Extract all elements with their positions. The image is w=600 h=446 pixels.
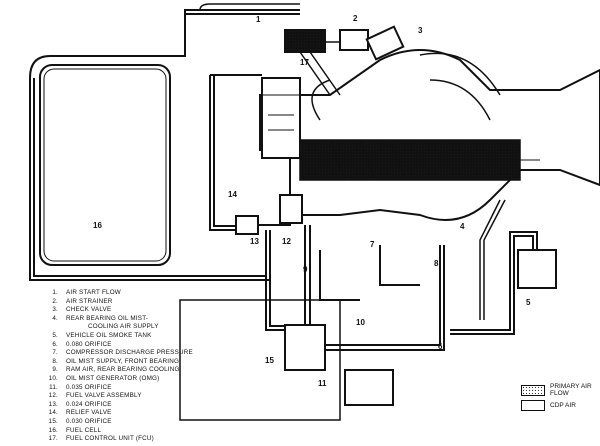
legend-text: AIR START FLOW xyxy=(66,289,121,296)
callout-2: 2 xyxy=(353,14,358,23)
legend-number: 11. xyxy=(49,383,58,391)
callout-8: 8 xyxy=(434,259,439,268)
legend-number: 13. xyxy=(48,400,58,408)
legend-text: FUEL VALVE ASSEMBLY xyxy=(66,392,142,400)
callout-7: 7 xyxy=(370,240,375,249)
legend-text: COOLING AIR SUPPLY xyxy=(88,323,159,331)
primary-air-swatch xyxy=(521,384,545,396)
legend-text: VEHICLE OIL SMOKE TANK xyxy=(66,331,152,339)
cdp-air-swatch xyxy=(521,400,545,411)
legend-item: 13. 0.024 ORIFICE xyxy=(40,401,193,410)
legend-text: 0.080 ORIFICE xyxy=(66,340,112,348)
legend-text: RAM AIR, REAR BEARING COOLING xyxy=(66,366,180,374)
legend-text: OIL MIST SUPPLY, FRONT BEARING xyxy=(66,357,180,365)
legend-number: 5. xyxy=(52,331,58,339)
legend-text: REAR BEARING OIL MIST- xyxy=(66,314,149,322)
legend-item: 11. 0.035 ORIFICE xyxy=(40,384,193,393)
callout-9: 9 xyxy=(303,265,308,274)
legend-number: 7. xyxy=(52,349,58,357)
callout-11: 11 xyxy=(318,379,327,388)
legend-number: 15. xyxy=(48,417,58,425)
legend-number: 17. xyxy=(48,435,58,443)
legend-text: AIR STRAINER xyxy=(66,297,113,305)
legend-item: 6. 0.080 ORIFICE xyxy=(40,341,193,350)
legend-item: COOLING AIR SUPPLY xyxy=(40,323,193,332)
legend-item: 16. FUEL CELL xyxy=(40,427,193,436)
legend-item: 2. AIR STRAINER xyxy=(40,298,193,307)
cdp-air-label: CDP AIR xyxy=(550,402,576,409)
callout-5: 5 xyxy=(526,298,531,307)
callout-16: 16 xyxy=(93,221,102,230)
pipe-top xyxy=(29,9,300,281)
callout-6: 6 xyxy=(438,342,443,351)
legend-text: RELIEF VALVE xyxy=(66,409,112,417)
legend-item: 9. RAM AIR, REAR BEARING COOLING xyxy=(40,366,193,375)
legend-number: 9. xyxy=(52,366,58,374)
legend-text: COMPRESSOR DISCHARGE PRESSURE xyxy=(66,349,193,357)
callout-13: 13 xyxy=(250,237,259,246)
fuel-cell xyxy=(39,64,171,266)
legend-text: OIL MIST GENERATOR (OMG) xyxy=(66,374,160,382)
legend-number: 3. xyxy=(52,306,58,314)
callout-14: 14 xyxy=(228,190,237,199)
primary-air-label: PRIMARY AIR FLOW xyxy=(550,383,592,397)
legend-item: 10. OIL MIST GENERATOR (OMG) xyxy=(40,375,193,384)
legend-item: 14. RELIEF VALVE xyxy=(40,409,193,418)
legend-number: 14. xyxy=(48,409,58,417)
air-start-valve xyxy=(284,29,326,53)
legend-number: 8. xyxy=(52,357,58,365)
legend-item: 3. CHECK VALVE xyxy=(40,306,193,315)
callout-3: 3 xyxy=(418,26,423,35)
callout-17: 17 xyxy=(300,58,309,67)
legend-item: 17. FUEL CONTROL UNIT (FCU) xyxy=(40,435,193,444)
legend-number xyxy=(40,323,58,332)
legend-number: 12. xyxy=(48,392,58,400)
callout-4: 4 xyxy=(460,222,465,231)
callout-12: 12 xyxy=(282,237,291,246)
air-key: PRIMARY AIR FLOW CDP AIR xyxy=(521,383,600,414)
legend-text: CHECK VALVE xyxy=(66,306,112,314)
legend-text: 0.035 ORIFICE xyxy=(66,383,112,391)
legend-item: 5. VEHICLE OIL SMOKE TANK xyxy=(40,332,193,341)
legend-item: 12. FUEL VALVE ASSEMBLY xyxy=(40,392,193,401)
legend-number: 6. xyxy=(52,340,58,348)
legend-item: 8. OIL MIST SUPPLY, FRONT BEARING xyxy=(40,358,193,367)
legend-text: FUEL CONTROL UNIT (FCU) xyxy=(66,435,154,443)
legend-number: 4. xyxy=(52,314,58,322)
oil-mist-generator xyxy=(284,324,326,371)
callout-1: 1 xyxy=(256,15,261,24)
legend-text: 0.024 ORIFICE xyxy=(66,400,112,408)
legend-text: 0.030 ORIFICE xyxy=(66,417,112,425)
callout-10: 10 xyxy=(356,318,365,327)
fuel-valve-assembly xyxy=(279,194,303,224)
check-valve xyxy=(365,25,405,61)
legend-number: 2. xyxy=(52,297,58,305)
parts-legend: 1. AIR START FLOW 2. AIR STRAINER 3. CHECK VA… xyxy=(40,289,193,444)
omg-reservoir xyxy=(344,369,394,406)
legend-item: 15. 0.030 ORIFICE xyxy=(40,418,193,427)
air-strainer xyxy=(339,29,369,51)
legend-item: 4. REAR BEARING OIL MIST- xyxy=(40,315,193,324)
fuel-control-unit xyxy=(261,77,301,159)
legend-number: 16. xyxy=(48,426,58,434)
legend-text: FUEL CELL xyxy=(66,426,102,434)
legend-number: 10. xyxy=(48,374,58,382)
legend-item: 7. COMPRESSOR DISCHARGE PRESSURE xyxy=(40,349,193,358)
vehicle-oil-smoke-tank xyxy=(517,249,557,289)
engine xyxy=(259,49,600,221)
legend-item: 1. AIR START FLOW xyxy=(40,289,193,298)
legend-number: 1. xyxy=(52,289,58,296)
relief-valve xyxy=(235,215,259,235)
callout-15: 15 xyxy=(265,356,274,365)
